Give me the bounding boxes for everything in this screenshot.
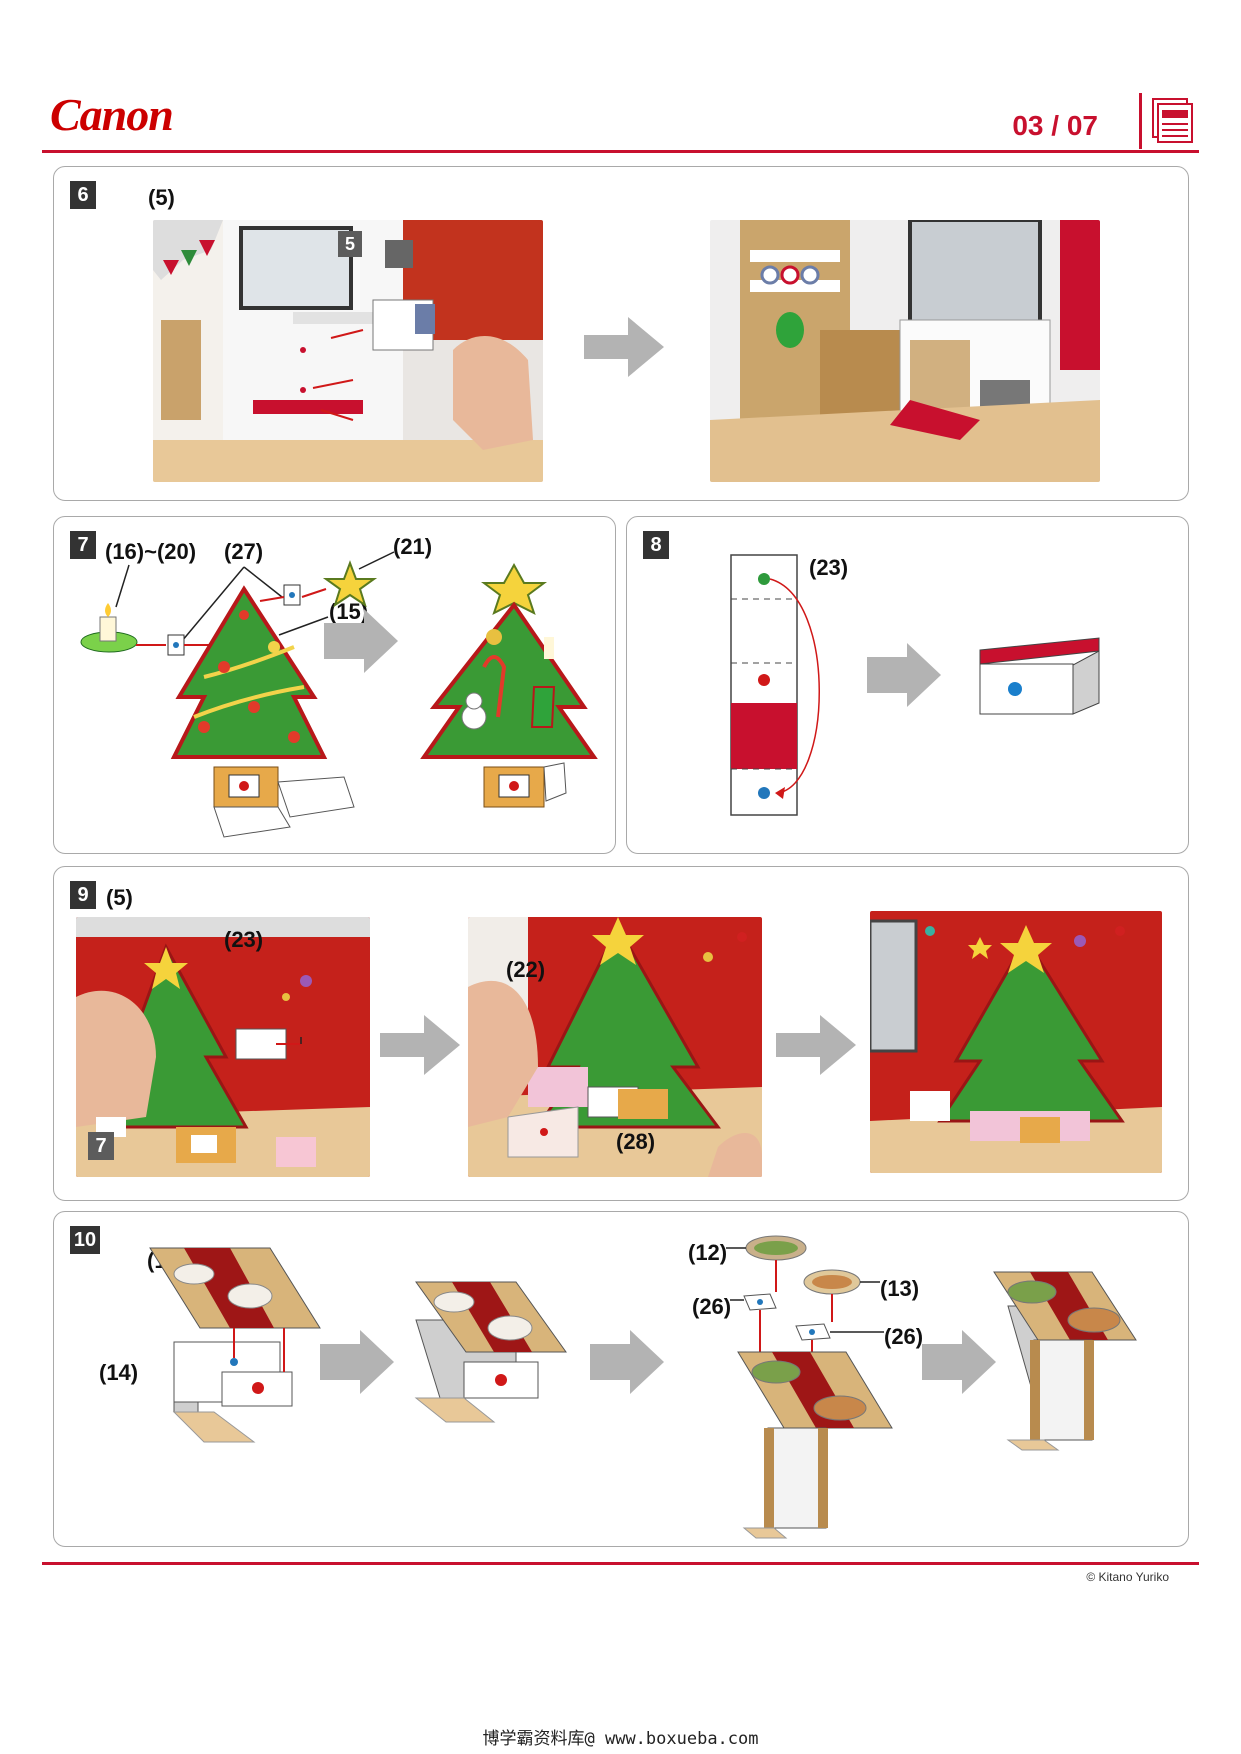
step-7-number: 7 — [70, 531, 96, 559]
arrow-right-icon — [776, 1015, 856, 1075]
header-rule — [42, 150, 1199, 153]
step-6-number: 6 — [70, 181, 96, 209]
canon-logo: Canon — [50, 89, 174, 140]
part-label: (27) — [224, 539, 264, 564]
step-9-number: 9 — [70, 881, 96, 909]
document-pages-icon[interactable] — [1152, 98, 1194, 144]
part-label: (21) — [393, 534, 433, 559]
arrow-right-icon — [584, 317, 664, 377]
part-label: (5) — [148, 185, 175, 210]
box-fold-diagram — [730, 554, 1100, 816]
arrow-right-icon — [380, 1015, 460, 1075]
step-9-panel: 9 (5) (23) 7 (22) (28 — [53, 866, 1189, 1201]
step-8-number: 8 — [643, 531, 669, 559]
table-assembly-diagram — [149, 1235, 1137, 1539]
part-label: (23) — [224, 927, 264, 952]
header-separator — [1139, 93, 1142, 149]
part-label: (13) — [880, 1276, 920, 1301]
part-label: (14) — [99, 1360, 139, 1385]
gift-placement-photo — [468, 917, 762, 1177]
watermark-text: 博学霸资料库@ www.boxueba.com — [482, 1729, 759, 1749]
step-10-panel: 10 (11) (14) (12) (13) (26) (26) — [53, 1211, 1189, 1547]
photo-badge: 7 — [88, 1132, 114, 1160]
part-label: (28) — [616, 1129, 656, 1154]
tree-placement-photo — [76, 917, 370, 1177]
part-label: (22) — [506, 957, 546, 982]
part-label: (26) — [884, 1324, 924, 1349]
part-label: (12) — [688, 1240, 728, 1265]
footer-rule — [42, 1562, 1199, 1565]
part-label: (5) — [106, 885, 133, 910]
finished-room-photo — [870, 911, 1162, 1173]
photo-badge: 5 — [338, 231, 362, 257]
step-7-panel: 7 (16)~(20) (27) (21) (15) — [53, 516, 616, 854]
part-label: (26) — [692, 1294, 732, 1319]
part-label: (23) — [809, 555, 849, 580]
part-label: (16)~(20) — [105, 539, 197, 564]
page-indicator: 03 / 07 — [1012, 110, 1098, 141]
finished-kitchen-photo — [710, 220, 1100, 482]
step-6-panel: 6 (5) 5 — [53, 166, 1189, 501]
tree-assembly-diagram — [80, 551, 598, 838]
step-10-number: 10 — [70, 1226, 100, 1254]
step-8-panel: 8 (23) — [626, 516, 1189, 854]
kitchen-assembly-photo — [153, 220, 543, 482]
copyright-text: © Kitano Yuriko — [1086, 1570, 1169, 1584]
